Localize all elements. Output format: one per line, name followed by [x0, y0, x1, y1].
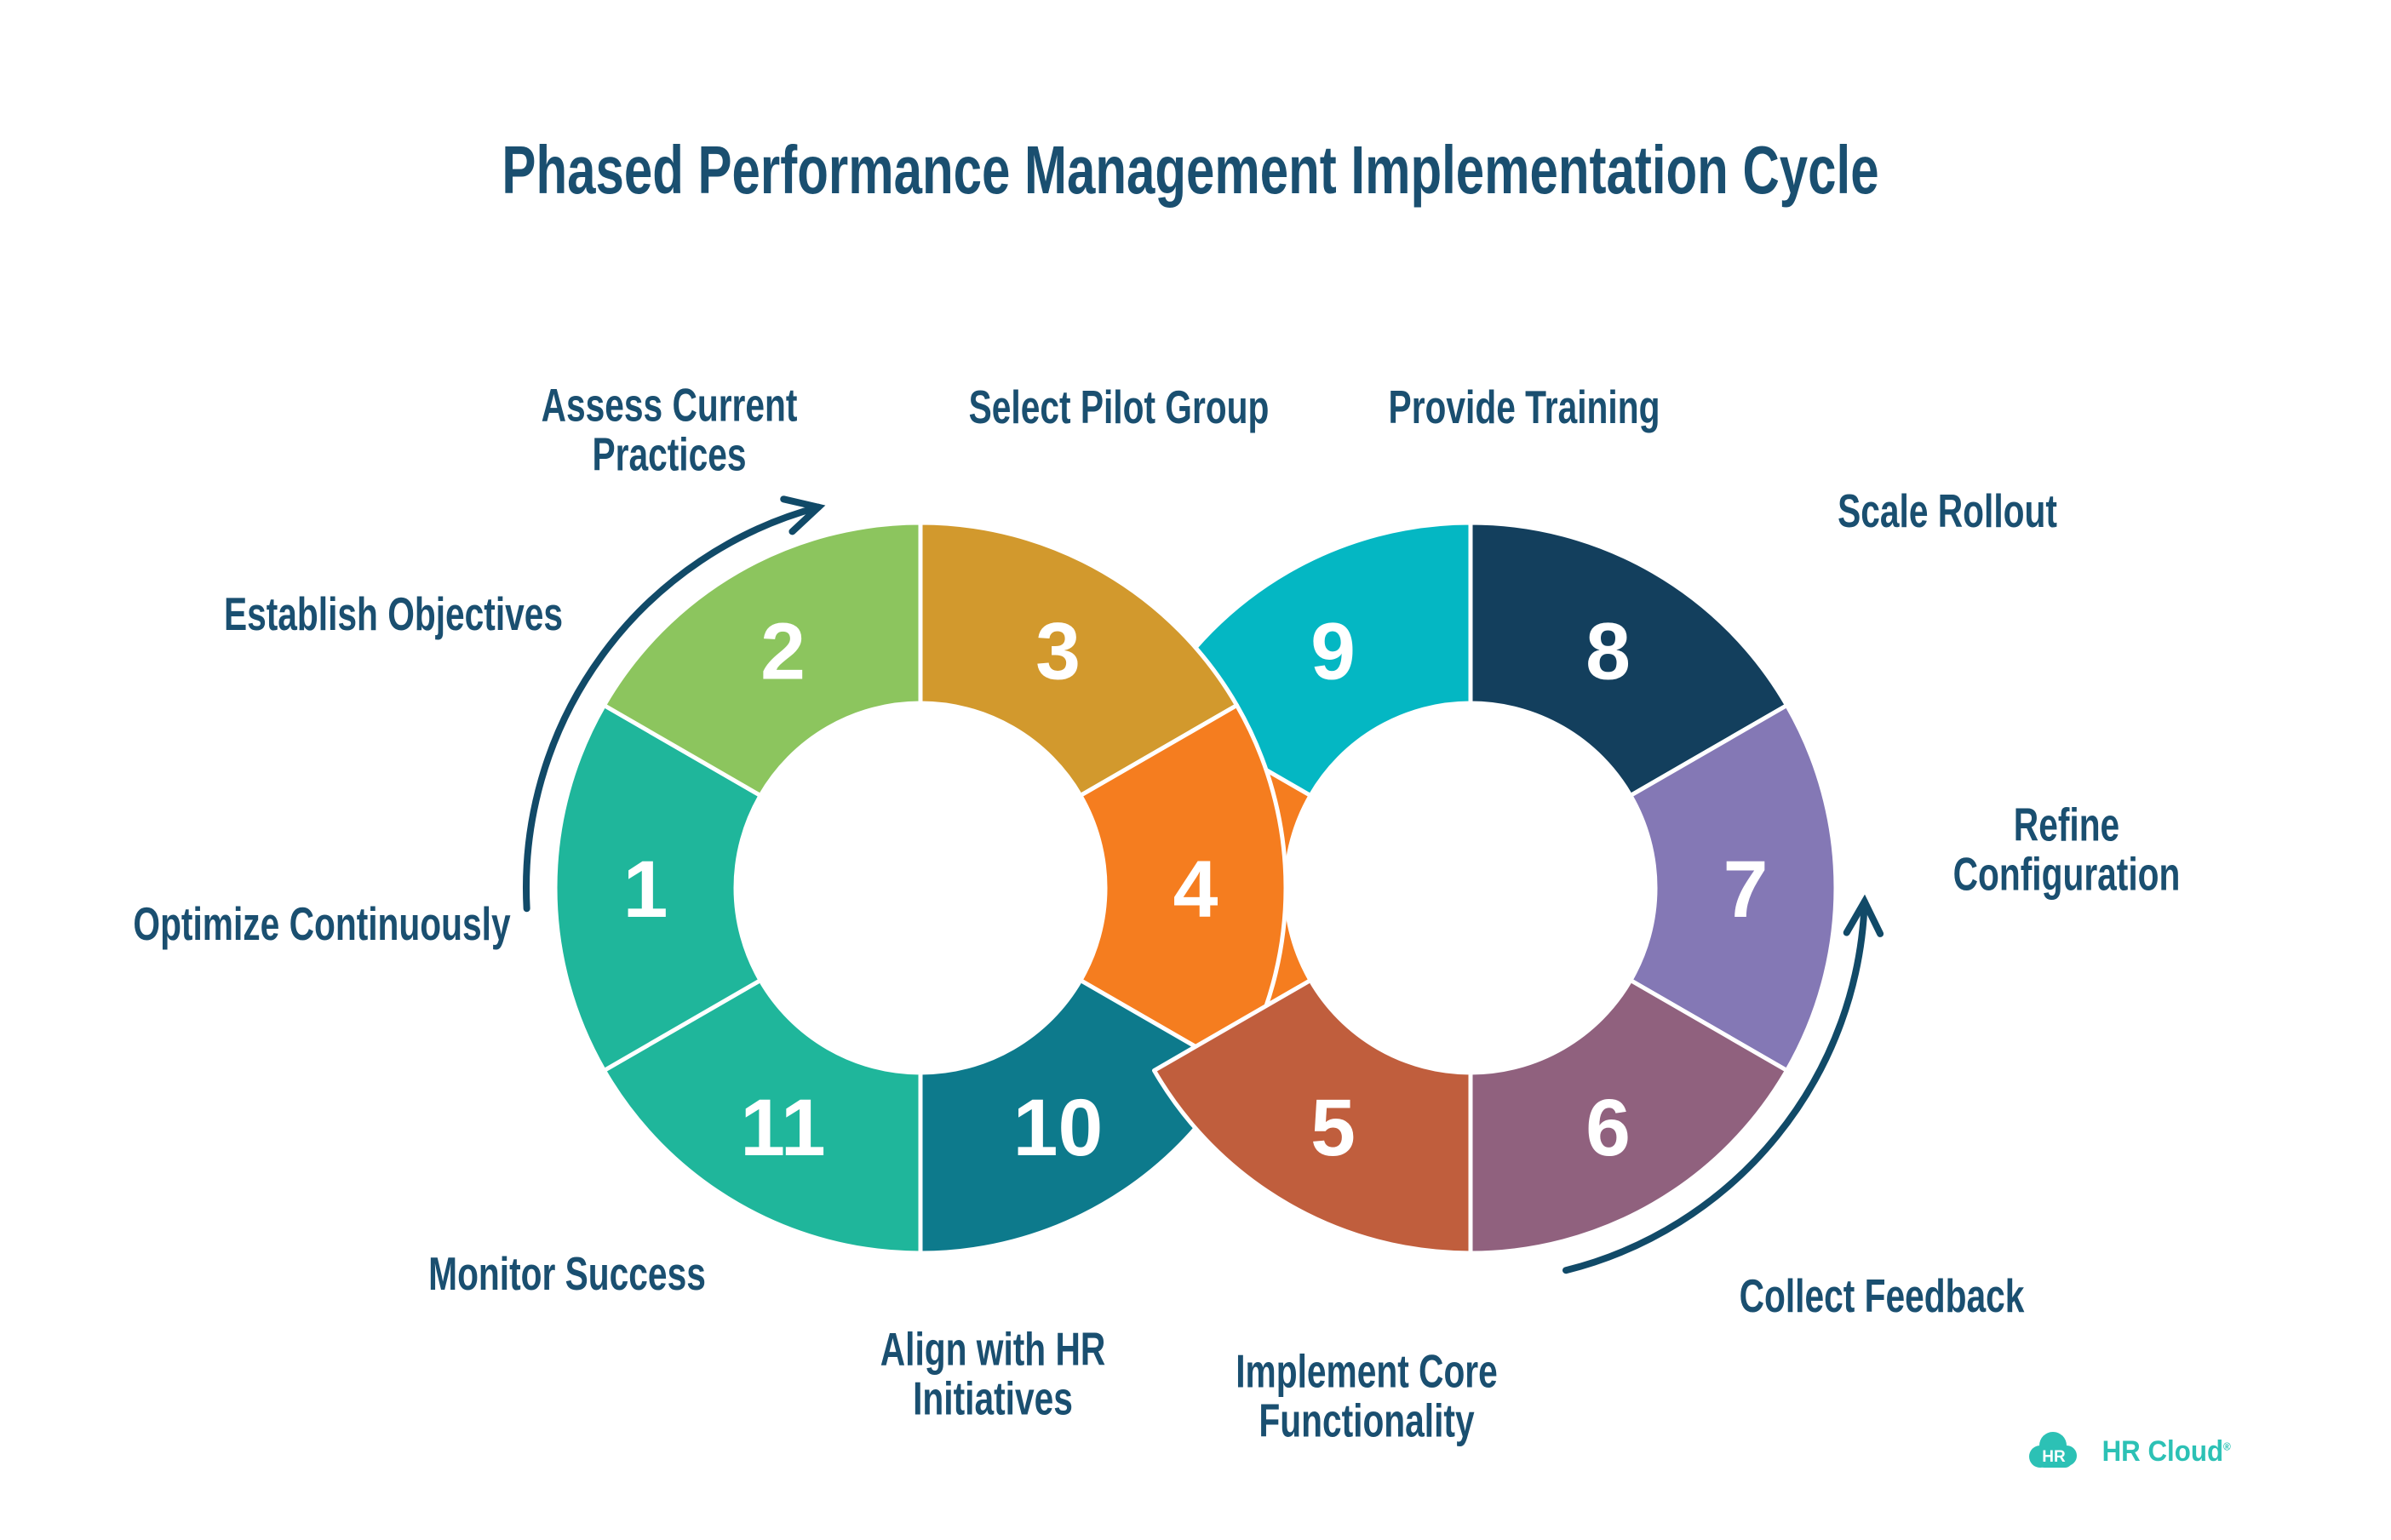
- label-align-with-hr-initiatives: Align with HR Initiatives: [880, 1322, 1106, 1425]
- label-implement-core-functionality: Implement Core Functionality: [1236, 1344, 1498, 1447]
- segment-11-wedge-left: [601, 978, 923, 1256]
- label-provide-training: Provide Training: [1388, 380, 1660, 433]
- hrcloud-wordmark: HR Cloud®: [2102, 1435, 2231, 1468]
- cycle-arrow-right-head-icon: [1843, 894, 1884, 937]
- label-refine-configuration: Refine Configuration: [1952, 798, 2181, 901]
- label-select-pilot-group: Select Pilot Group: [968, 380, 1270, 433]
- cycle-arrow-left-head-icon: [780, 495, 826, 535]
- segment-5-number: 5: [1310, 1083, 1356, 1173]
- label-scale-rollout: Scale Rollout: [1838, 484, 2057, 537]
- hrcloud-icon-text: HR: [2042, 1448, 2066, 1466]
- segment-6-number: 6: [1585, 1083, 1631, 1173]
- segment-3-wedge-left: [918, 520, 1240, 798]
- registered-mark: ®: [2223, 1440, 2231, 1453]
- segment-10-number: 10: [1013, 1083, 1104, 1173]
- label-monitor-success: Monitor Success: [428, 1246, 706, 1300]
- segment-1-wedge-left: [553, 703, 763, 1073]
- label-collect-feedback: Collect Feedback: [1739, 1268, 2025, 1322]
- label-establish-objectives: Establish Objectives: [223, 587, 564, 640]
- hrcloud-logo: HR HR Cloud®: [2025, 1430, 2236, 1473]
- cycle-arrow-right: [1562, 898, 1868, 1274]
- segment-9-number: 9: [1310, 606, 1356, 696]
- segment-6-wedge-right: [1468, 978, 1790, 1256]
- segment-7-number: 7: [1723, 844, 1769, 935]
- hrcloud-cloud-icon: HR: [2029, 1432, 2077, 1468]
- segment-8-number: 8: [1585, 606, 1631, 696]
- segment-2-wedge-left: [601, 520, 923, 798]
- cycle-arrow-left: [523, 503, 823, 913]
- label-optimize-continuously: Optimize Continuously: [133, 896, 511, 950]
- page-title: Phased Performance Management Implementa…: [502, 132, 1879, 208]
- hrcloud-wordmark-text: HR Cloud: [2101, 1434, 2224, 1468]
- label-assess-current-practices: Assess Current Practices: [541, 378, 798, 481]
- segment-3-number: 3: [1035, 606, 1081, 696]
- segment-1-number: 1: [623, 844, 668, 935]
- segment-2-number: 2: [760, 606, 806, 696]
- segment-7-wedge-right: [1628, 703, 1838, 1073]
- segment-8-wedge-right: [1468, 520, 1790, 798]
- segment-5-wedge-right: [1151, 978, 1473, 1256]
- segment-10-wedge-left: [918, 978, 1240, 1256]
- segment-11-number: 11: [740, 1083, 825, 1173]
- segment-4-number: 4: [1173, 844, 1218, 935]
